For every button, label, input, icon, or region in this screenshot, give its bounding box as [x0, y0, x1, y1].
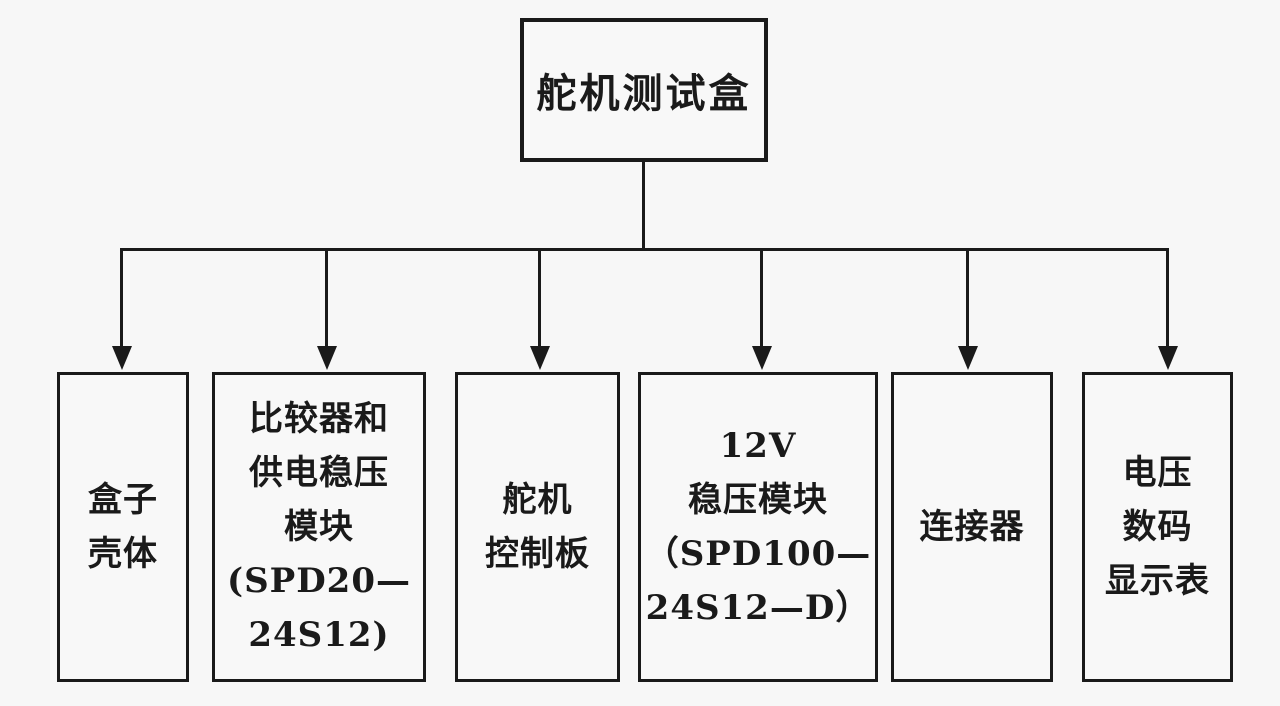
connector-arrowhead-down-icon: [112, 346, 132, 370]
connector-drop-2: [325, 248, 328, 348]
connector-arrowhead-down-icon: [1158, 346, 1178, 370]
node-servo-test-box: 舵机测试盒: [520, 18, 768, 162]
connector-drop-5: [966, 248, 969, 348]
connector-drop-4: [760, 248, 763, 348]
connector-arrowhead-down-icon: [530, 346, 550, 370]
node-box-shell: 盒子 壳体: [57, 372, 189, 682]
node-12v-regulator-module: 12V 稳压模块 （SPD100— 24S12—D）: [638, 372, 878, 682]
connector-arrowhead-down-icon: [752, 346, 772, 370]
connector-horizontal-bus: [120, 248, 1169, 251]
node-servo-test-box-label: 舵机测试盒: [536, 70, 752, 117]
node-box-shell-label: 盒子 壳体: [88, 480, 158, 574]
node-servo-control-board-label: 舵机 控制板: [485, 480, 590, 574]
node-12v-regulator-module-label: 12V 稳压模块 （SPD100— 24S12—D）: [644, 426, 872, 628]
node-voltage-digital-display: 电压 数码 显示表: [1082, 372, 1233, 682]
node-voltage-digital-display-label: 电压 数码 显示表: [1105, 453, 1210, 601]
connector-arrowhead-down-icon: [958, 346, 978, 370]
node-servo-control-board: 舵机 控制板: [455, 372, 620, 682]
connector-root-stem: [642, 162, 645, 251]
connector-drop-6: [1166, 248, 1169, 348]
node-comparator-power-module-label: 比较器和 供电稳压 模块 (SPD20— 24S12): [226, 399, 411, 655]
node-comparator-power-module: 比较器和 供电稳压 模块 (SPD20— 24S12): [212, 372, 426, 682]
connector-drop-1: [120, 248, 123, 348]
connector-arrowhead-down-icon: [317, 346, 337, 370]
connector-drop-3: [538, 248, 541, 348]
node-connector-label: 连接器: [919, 507, 1025, 547]
node-connector: 连接器: [891, 372, 1053, 682]
